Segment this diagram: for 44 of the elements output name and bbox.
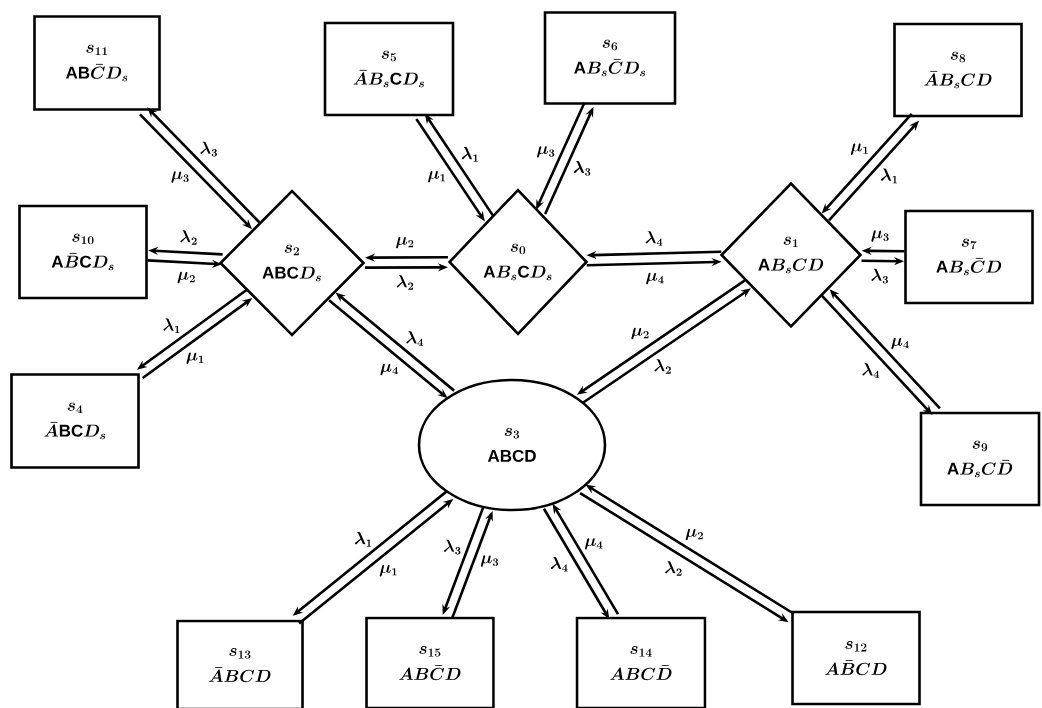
state-box: $s_{10}$ $\mathrm{A}\bar{B}\mathrm{C}D_s$	[18, 204, 148, 300]
edge-label: $\mu_2$	[175, 270, 197, 284]
edge-label: $\mu_3$	[535, 145, 557, 159]
edge-label: $\lambda_2$	[663, 560, 684, 577]
edge-label: $\mu_2$	[684, 527, 705, 541]
state-box: $s_{14}$ $ABC\bar{D}$	[575, 616, 707, 708]
state-box: $s_{12}$ $A\bar{B}CD$	[791, 610, 921, 706]
edge-label: $\lambda_2$	[178, 229, 199, 246]
edge-label: $\mu_3$	[869, 229, 891, 243]
state-box: $s_{5}$ $\bar{A}B_s\mathrm{C}D_s$	[323, 21, 455, 117]
state-box: $s_{11}$ $\mathrm{AB}\bar{C}D_s$	[33, 15, 161, 111]
edge-label: $\lambda_4$	[860, 362, 881, 379]
edge-label: $\mu_2$	[629, 326, 651, 340]
edge-label: $\lambda_1$	[879, 167, 900, 185]
edge-label: $\lambda_1$	[161, 317, 182, 335]
state-box: $s_{13}$ $\bar{A}BCD$	[176, 619, 304, 708]
edge-label: $\lambda_1$	[353, 531, 374, 548]
edge-label: $\lambda_3$	[572, 159, 593, 177]
edge-label: $\mu_3$	[479, 554, 501, 568]
edge-label: $\mu_1$	[378, 564, 400, 578]
edge-label: $\lambda_2$	[394, 274, 416, 291]
edge-label: $\lambda_3$	[442, 538, 463, 556]
edge-label: $\lambda_2$	[652, 358, 673, 375]
edge-label: $\lambda_4$	[643, 230, 665, 247]
edge-label: $\lambda_3$	[198, 140, 219, 158]
edge-label: $\mu_4$	[378, 362, 400, 376]
edge-label: $\mu_4$	[644, 271, 666, 285]
edge-label: $\mu_1$	[849, 142, 871, 156]
edge-label: $\mu_1$	[426, 170, 448, 184]
edge-label: $\lambda_3$	[869, 267, 890, 285]
state-box: $s_{6}$ $\mathrm{A}B_s\bar{C}D_s$	[543, 11, 677, 105]
edge-label: $\mu_4$	[889, 336, 911, 350]
state-box: $s_{8}$ $\bar{A}B_sCD$	[893, 22, 1023, 118]
state-box: $s_{7}$ $\mathrm{A}B_s\bar{C}D$	[904, 209, 1034, 305]
state-box: $s_{4}$ $\bar{A}\mathrm{BC}D_s$	[10, 373, 140, 469]
state-box: $s_{15}$ $AB\bar{C}D$	[365, 616, 495, 708]
edge-label: $\lambda_1$	[459, 146, 481, 163]
edge-label: $\mu_4$	[583, 537, 605, 551]
edge-label: $\mu_3$	[169, 170, 191, 184]
edge-label: $\mu_1$	[184, 351, 206, 365]
state-box: $s_{9}$ $\mathrm{A}B_sC\bar{D}$	[919, 411, 1041, 507]
edge-label: $\mu_2$	[394, 236, 416, 249]
edge-label: $\lambda_4$	[404, 330, 425, 347]
edge-label: $\lambda_4$	[549, 555, 570, 573]
